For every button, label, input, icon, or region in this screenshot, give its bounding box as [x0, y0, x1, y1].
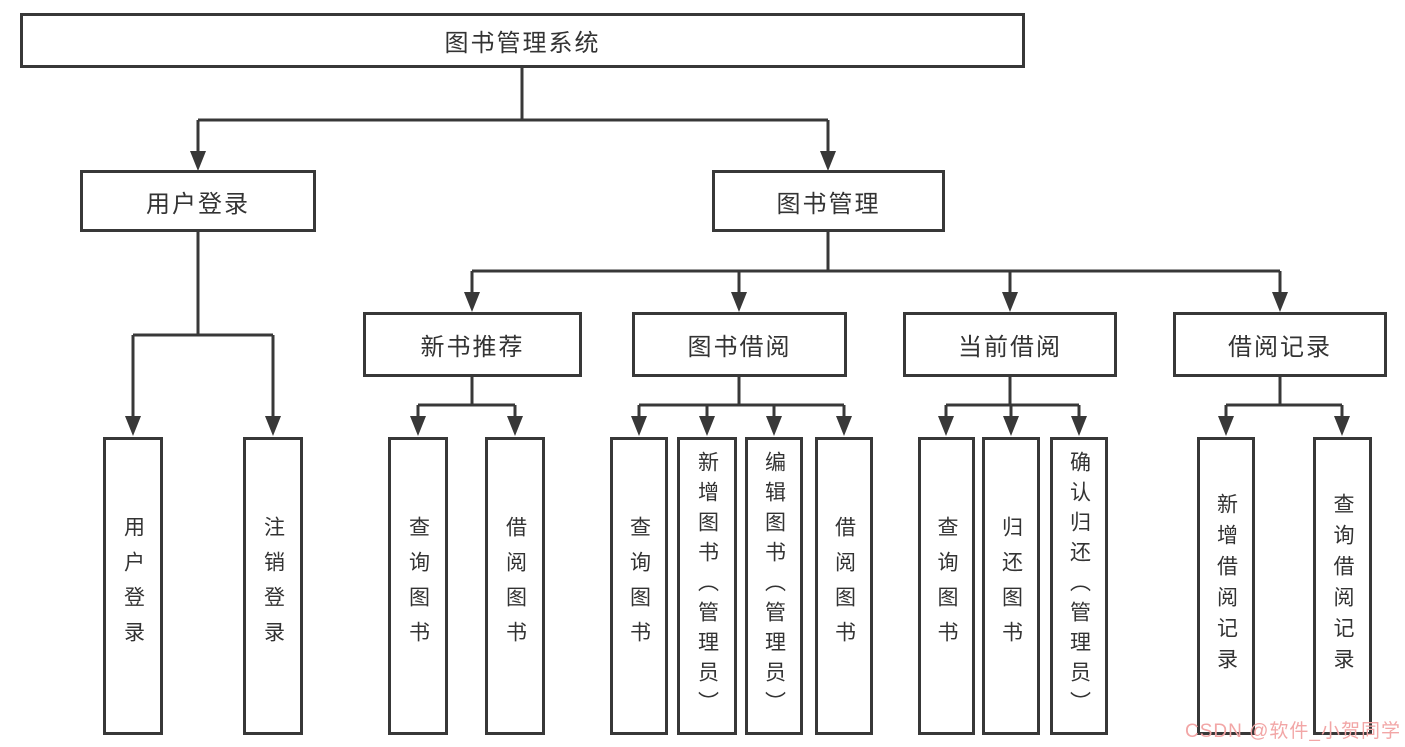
node-label: 查询图书 [406, 516, 430, 656]
node-new-book-rec: 新书推荐 [363, 312, 582, 377]
node-label: 查询图书 [627, 516, 651, 656]
node-label: 确认归还（管理员） [1067, 451, 1091, 721]
node-root: 图书管理系统 [20, 13, 1025, 68]
connector-new-book-rec-to-leaves [410, 377, 523, 436]
leaf-rec-borrow-books: 借阅图书 [485, 437, 545, 735]
arrow-down-icon [464, 292, 480, 312]
arrow-down-icon [836, 416, 852, 436]
arrow-down-icon [1071, 416, 1087, 436]
arrow-down-icon [190, 151, 206, 171]
arrow-down-icon [938, 416, 954, 436]
node-label: 图书借阅 [687, 334, 792, 361]
leaf-bb-query-books: 查询图书 [610, 437, 668, 735]
leaf-bb-edit-books-admin: 编辑图书（管理员） [745, 437, 803, 735]
node-label: 用户登录 [121, 516, 145, 656]
connector-root-to-level2 [190, 68, 836, 171]
connector-user-login-to-leaves [125, 232, 281, 436]
watermark: CSDN @软件_小贺同学 [1185, 721, 1401, 742]
leaf-br-add-record: 新增借阅记录 [1197, 437, 1255, 735]
node-label: 当前借阅 [958, 334, 1062, 361]
arrow-down-icon [265, 416, 281, 436]
leaf-cb-return-books: 归还图书 [982, 437, 1040, 735]
arrow-down-icon [125, 416, 141, 436]
connector-book-mgmt-to-level3 [464, 232, 1288, 312]
node-label: 注销登录 [261, 516, 285, 656]
node-label: 新书推荐 [420, 334, 525, 361]
node-label: 编辑图书（管理员） [762, 451, 786, 721]
arrow-down-icon [410, 416, 426, 436]
arrow-down-icon [631, 416, 647, 436]
arrow-down-icon [1002, 292, 1018, 312]
arrow-down-icon [507, 416, 523, 436]
arrow-down-icon [1334, 416, 1350, 436]
leaf-bb-add-books-admin: 新增图书（管理员） [677, 437, 737, 735]
leaf-cb-confirm-return-admin: 确认归还（管理员） [1050, 437, 1108, 735]
node-label: 借阅图书 [832, 516, 856, 656]
arrow-down-icon [1272, 292, 1288, 312]
arrow-down-icon [731, 292, 747, 312]
arrow-down-icon [820, 151, 836, 171]
node-book-borrow: 图书借阅 [632, 312, 847, 377]
arrow-down-icon [1218, 416, 1234, 436]
node-label: 用户登录 [146, 190, 250, 218]
arrow-down-icon [699, 416, 715, 436]
leaf-rec-query-books: 查询图书 [388, 437, 448, 735]
node-label: 归还图书 [999, 516, 1023, 656]
connector-current-borrow-to-leaves [938, 377, 1087, 436]
leaf-logout: 注销登录 [243, 437, 303, 735]
leaf-cb-query-books: 查询图书 [918, 437, 975, 735]
connector-borrow-records-to-leaves [1218, 377, 1350, 436]
node-label: 新增借阅记录 [1214, 493, 1238, 679]
arrow-down-icon [766, 416, 782, 436]
leaf-br-query-record: 查询借阅记录 [1313, 437, 1372, 735]
leaf-bb-borrow-books: 借阅图书 [815, 437, 873, 735]
node-label: 新增图书（管理员） [695, 451, 719, 721]
node-label: 借阅图书 [503, 516, 527, 656]
node-book-mgmt: 图书管理 [712, 170, 945, 232]
node-label: 借阅记录 [1228, 334, 1332, 361]
node-label: 图书管理系统 [444, 30, 601, 57]
leaf-user-login: 用户登录 [103, 437, 163, 735]
node-user-login: 用户登录 [80, 170, 316, 232]
node-borrow-records: 借阅记录 [1173, 312, 1387, 377]
arrow-down-icon [1003, 416, 1019, 436]
node-label: 查询图书 [935, 516, 958, 656]
node-current-borrow: 当前借阅 [903, 312, 1117, 377]
node-label: 图书管理 [776, 190, 881, 218]
node-label: 查询借阅记录 [1331, 493, 1354, 679]
connector-book-borrow-to-leaves [631, 377, 852, 436]
